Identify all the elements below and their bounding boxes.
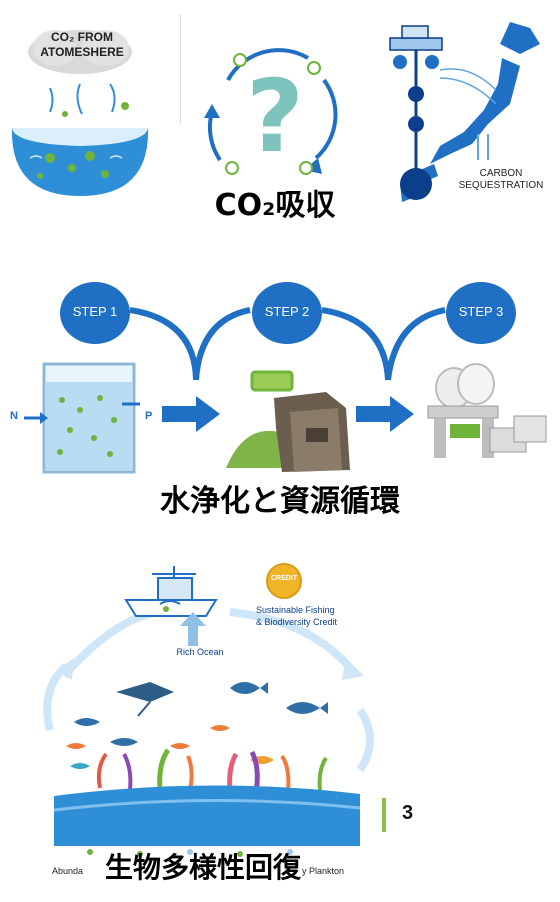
phosphorus-label: P xyxy=(145,410,153,422)
algae-tank-illustration xyxy=(24,362,140,474)
divider xyxy=(180,14,181,124)
arrow-right-icon xyxy=(356,396,414,432)
step-connectors xyxy=(129,307,446,381)
rich-ocean-label: Rich Ocean xyxy=(176,647,224,657)
dried-algae-illustration xyxy=(226,370,350,472)
step-3-label: STEP 3 xyxy=(458,304,504,319)
question-mark: ? xyxy=(245,58,304,175)
shell-blocks-illustration xyxy=(427,363,547,458)
step-1-label: STEP 1 xyxy=(72,304,118,319)
credit-badge-label: CREDIT xyxy=(270,575,298,582)
carbon-sequestration-label: CARBON SEQUESTRATION xyxy=(458,168,544,191)
credit-badge xyxy=(266,563,302,599)
page-number: 3 xyxy=(402,802,414,824)
co2-atmosphere-label: CO₂ FROM ATOMESHERE xyxy=(40,30,124,59)
biodiversity-illustration xyxy=(43,566,374,857)
water-purification-caption: 水浄化と資源循環 xyxy=(160,484,400,519)
step-2-badge xyxy=(252,282,322,344)
step-3-badge xyxy=(446,282,516,344)
page-number-accent-bar xyxy=(382,798,386,832)
bottom-right-label: y Plankton xyxy=(302,866,345,876)
step-2-label: STEP 2 xyxy=(264,304,310,319)
question-cycle-illustration xyxy=(204,48,338,175)
bottom-left-label: Abunda xyxy=(52,866,84,876)
co2-absorption-caption: CO₂吸収 xyxy=(214,188,336,223)
credit-label: Sustainable Fishing & Biodiversity Credi… xyxy=(256,605,338,627)
step-1-badge xyxy=(60,282,130,344)
nitrogen-label: N xyxy=(10,410,18,422)
ocean-absorption-illustration xyxy=(11,30,149,196)
arrow-right-icon xyxy=(162,396,220,432)
biodiversity-caption: 生物多様性回復 xyxy=(104,851,301,884)
japan-sequestration-illustration xyxy=(389,22,540,202)
